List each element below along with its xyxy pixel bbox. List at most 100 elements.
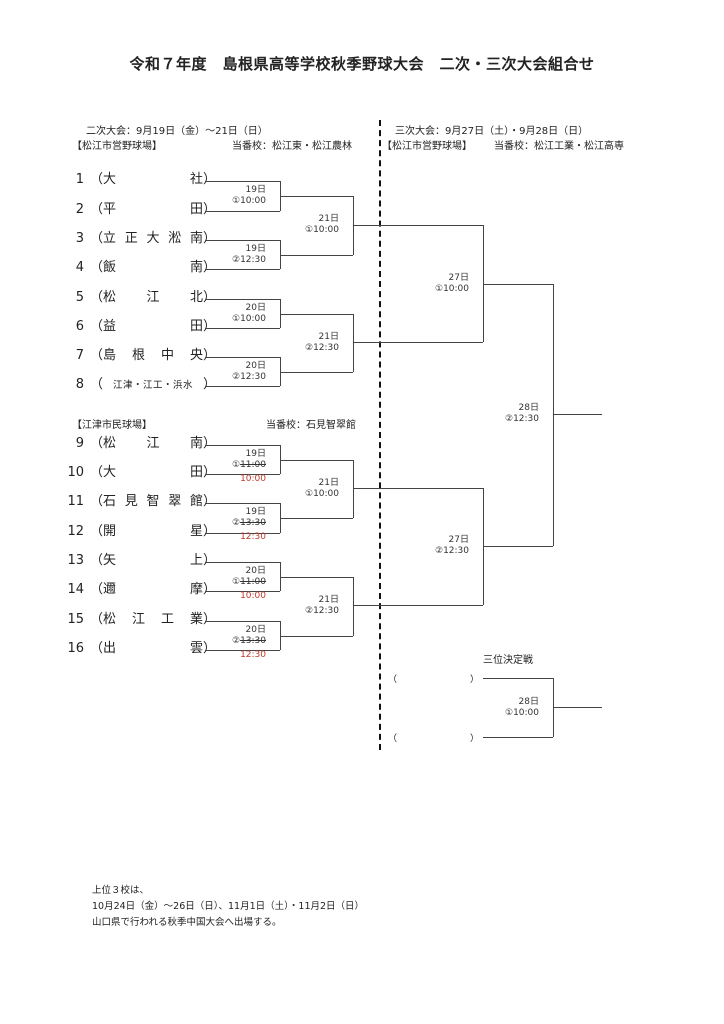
team-name: 松江工業 (103, 612, 204, 627)
paren-open: （ (90, 436, 104, 451)
team-number: 2 (75, 202, 84, 217)
team-number: 5 (75, 290, 84, 305)
third-round-header: 三次大会：9月27日（土）・9月28日（日） (395, 126, 589, 137)
match-day: 19日 (245, 448, 266, 459)
match-day: 19日 (245, 507, 266, 517)
duty-school-third: 当番校：松江工業・松江高専 (494, 141, 624, 152)
bracket-line (483, 284, 553, 285)
bracket-line (353, 225, 483, 226)
match-day: 28日 (518, 697, 539, 707)
paren-open: （ (90, 524, 104, 539)
match-time: 11:00 (240, 459, 266, 470)
bracket-line (205, 533, 280, 534)
paren-close: ） (203, 260, 217, 275)
team-entry: 16（出雲） (62, 640, 216, 658)
paren-close: ） (203, 612, 217, 627)
match-day: 20日 (245, 302, 266, 313)
duty-school-gotsu: 当番校：石見智翠館 (266, 420, 356, 431)
match-time: 12:30 (240, 371, 266, 382)
match-day: 21日 (318, 331, 339, 342)
match-slot: ① (434, 284, 444, 294)
bracket-line (205, 269, 280, 270)
team-number: 13 (67, 553, 84, 568)
bracket-line (353, 605, 483, 606)
match-slot: ② (504, 414, 514, 424)
paren-open: （ (90, 465, 104, 480)
team-entry: 4（飯南） (62, 259, 216, 277)
match-day: 20日 (245, 624, 266, 635)
match-slot: ① (231, 313, 241, 324)
match-day: 21日 (318, 595, 339, 605)
match-day: 20日 (245, 360, 266, 371)
match-day: 21日 (318, 214, 339, 225)
match-schedule: 28日 ①10:00 (505, 697, 539, 719)
match-slot: ② (304, 342, 314, 353)
third-place-label: 三位決定戦 (483, 655, 533, 666)
match-time: 13:30 (240, 635, 266, 646)
team-name: 益田 (103, 319, 204, 334)
team-entry: 13（矢上） (62, 552, 216, 570)
bracket-line (205, 445, 280, 446)
paren-open: （ (90, 290, 104, 305)
match-time: 13:30 (240, 518, 266, 528)
team-entry: 6（益田） (62, 318, 216, 336)
team-name: 邇摩 (103, 582, 204, 597)
bracket-line (205, 621, 280, 622)
team-name: 開星 (103, 524, 204, 539)
bracket-line (483, 737, 553, 738)
bracket-line (280, 459, 353, 461)
bracket-line (280, 635, 353, 637)
paren-close: ） (203, 377, 217, 392)
match-day: 21日 (318, 477, 339, 488)
paren-close: ） (203, 231, 217, 246)
revised-time: 12:30 (240, 532, 266, 542)
bracket-line (205, 299, 280, 300)
team-name: 大社 (103, 172, 204, 187)
bracket-line (205, 357, 280, 358)
bracket-line (353, 576, 354, 636)
match-time: 10:00 (240, 313, 266, 324)
bracket-line (353, 488, 483, 489)
team-name: 石見智翠館 (103, 494, 204, 509)
match-schedule: 20日 ②12:30 (232, 361, 266, 383)
team-number: 4 (75, 260, 84, 275)
match-slot: ① (504, 708, 514, 718)
match-time: 12:30 (313, 606, 339, 616)
bracket-line (205, 562, 280, 563)
match-day: 20日 (245, 565, 266, 576)
paren-open: （ (90, 553, 104, 568)
paren-open: （ (90, 319, 104, 334)
match-time: 12:30 (443, 546, 469, 556)
match-slot: ② (231, 371, 241, 382)
paren-close: ） (203, 202, 217, 217)
match-time: 10:00 (513, 708, 539, 718)
bracket-line (205, 386, 280, 387)
match-time: 10:00 (443, 284, 469, 294)
match-time: 11:00 (240, 576, 266, 587)
team-entry: 2（平田） (62, 201, 216, 219)
team-number: 15 (67, 612, 84, 627)
team-entry: 9（松江南） (62, 435, 216, 453)
team-name: 出雲 (103, 641, 204, 656)
paren-close: ） (203, 348, 217, 363)
team-name: 立正大淞南 (103, 231, 204, 246)
bracket-line (280, 518, 353, 519)
revised-time: 10:00 (240, 590, 266, 601)
bracket-line (483, 225, 484, 342)
bracket-line (205, 591, 280, 592)
match-slot: ① (304, 488, 314, 499)
match-time: 10:00 (240, 196, 266, 206)
bracket-line (280, 576, 353, 578)
paren-open: （ (90, 231, 104, 246)
match-day: 27日 (448, 273, 469, 283)
duty-school-matsue: 当番校：松江東・松江農林 (232, 141, 352, 152)
match-slot: ① (231, 459, 241, 470)
team-name: 大田 (103, 465, 204, 480)
match-day: 28日 (518, 403, 539, 413)
